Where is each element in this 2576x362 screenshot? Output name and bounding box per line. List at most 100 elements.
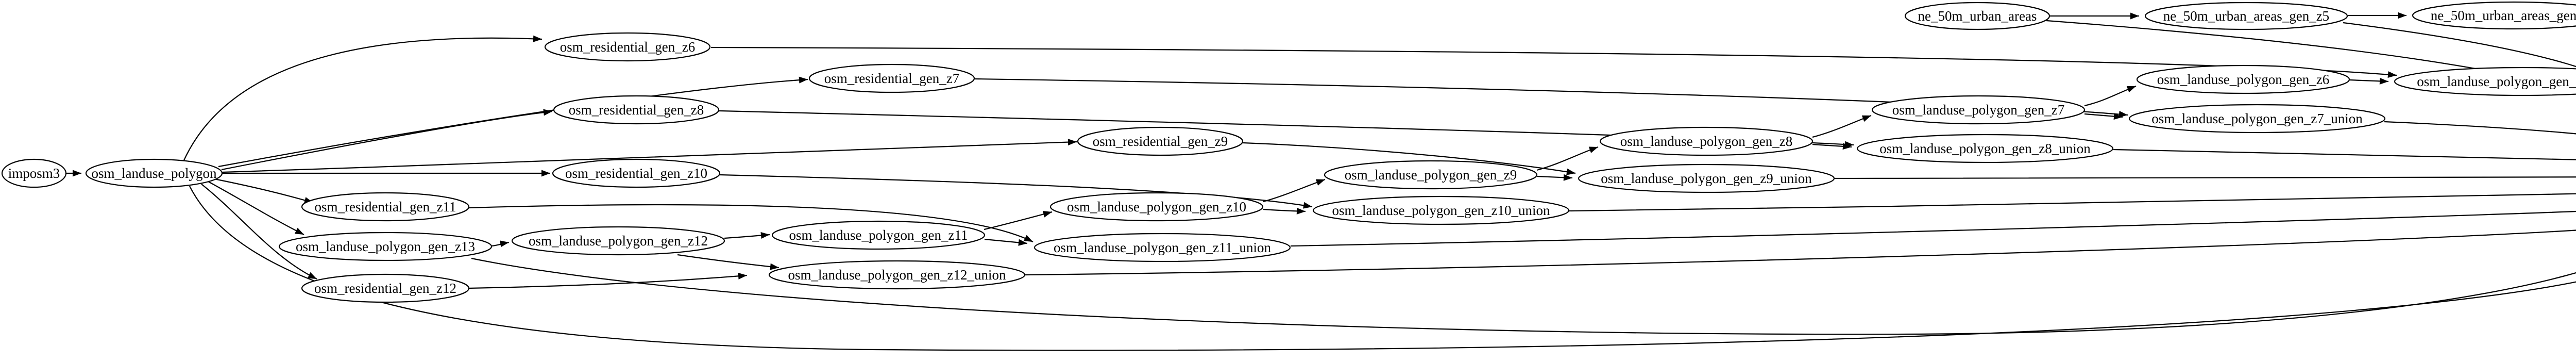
edge-gen_z9-z9_union bbox=[1536, 174, 1573, 181]
edge-polygon-gen_z13 bbox=[208, 181, 304, 235]
node-ne_50m_urban_areas_gen_z4-shape bbox=[2412, 1, 2576, 30]
node-osm_residential_gen_z12: osm_residential_gen_z12 bbox=[301, 273, 470, 303]
node-osm_residential_gen_z11-shape bbox=[301, 192, 470, 222]
edge-polygon-res_z12 bbox=[201, 184, 317, 279]
node-osm_landuse_polygon_gen_z11-label: osm_landuse_polygon_gen_z11 bbox=[789, 227, 968, 243]
node-osm_residential_gen_z9-shape bbox=[1077, 126, 1244, 156]
node-osm_landuse_polygon_gen_z7-label: osm_landuse_polygon_gen_z7 bbox=[1892, 102, 2064, 118]
node-imposm3-shape bbox=[1, 158, 67, 188]
node-osm_landuse_polygon-label: osm_landuse_polygon bbox=[92, 166, 217, 181]
edge-gen_z8-gen_z7 bbox=[1812, 114, 1872, 138]
node-osm_residential_gen_z8: osm_residential_gen_z8 bbox=[553, 95, 720, 125]
nodes: imposm3 osm_landuse_polygon osm_resident… bbox=[1, 1, 2576, 303]
edge-polygon-res_z6 bbox=[182, 35, 543, 162]
node-osm_landuse_polygon_gen_z10: osm_landuse_polygon_gen_z10 bbox=[1049, 192, 1264, 222]
node-osm_landuse_polygon_gen_z12-label: osm_landuse_polygon_gen_z12 bbox=[529, 233, 708, 249]
node-osm_landuse_polygon_gen_z13-label: osm_landuse_polygon_gen_z13 bbox=[296, 239, 475, 254]
node-osm_landuse_polygon_gen_z11_union-label: osm_landuse_polygon_gen_z11_union bbox=[1054, 240, 1271, 255]
edge-res_z10-z10_union bbox=[719, 174, 1313, 209]
node-osm_landuse_polygon_gen_z7-shape bbox=[1871, 95, 2086, 125]
node-osm_landuse_polygon-shape bbox=[85, 158, 223, 188]
node-osm_residential_gen_z8-label: osm_residential_gen_z8 bbox=[569, 102, 704, 118]
node-osm_residential_gen_z11-label: osm_residential_gen_z11 bbox=[315, 199, 456, 215]
node-osm_landuse_polygon_gen_z9_union: osm_landuse_polygon_gen_z9_union bbox=[1578, 163, 1835, 193]
node-osm_landuse_polygon_gen_z12_union-shape bbox=[768, 260, 1026, 290]
node-osm_landuse_polygon_gen_z8_union-label: osm_landuse_polygon_gen_z8_union bbox=[1879, 141, 2091, 156]
edge-ne_gen_z5-record_z5 bbox=[2343, 22, 2576, 68]
node-osm_residential_gen_z10-label: osm_residential_gen_z10 bbox=[565, 166, 707, 181]
node-osm_residential_gen_z6: osm_residential_gen_z6 bbox=[544, 32, 711, 62]
edge-gen_z12-z12_union bbox=[677, 254, 779, 270]
node-osm_residential_gen_z9: osm_residential_gen_z9 bbox=[1077, 126, 1244, 156]
node-osm_landuse_polygon_gen_z10_union-shape bbox=[1312, 195, 1570, 225]
edge-gen_z13-gen_z12 bbox=[491, 240, 510, 248]
edge-z9_union-record_z9 bbox=[1834, 176, 2576, 179]
node-ne_50m_urban_areas-shape bbox=[1904, 2, 2050, 30]
node-ne_50m_urban_areas: ne_50m_urban_areas bbox=[1904, 2, 2050, 30]
node-osm_landuse_polygon_gen_z8_union: osm_landuse_polygon_gen_z8_union bbox=[1856, 134, 2114, 163]
node-osm_landuse_polygon_gen_z6-shape bbox=[2136, 64, 2350, 94]
edge-res_z11-z11_union bbox=[468, 204, 1033, 242]
node-osm_landuse_polygon: osm_landuse_polygon bbox=[85, 158, 223, 188]
node-ne_50m_urban_areas-label: ne_50m_urban_areas bbox=[1918, 8, 2037, 24]
node-osm_landuse_polygon_gen_z11_union: osm_landuse_polygon_gen_z11_union bbox=[1033, 233, 1291, 262]
edge-z8_union-record_z8 bbox=[2113, 149, 2576, 160]
node-ne_50m_urban_areas_gen_z5: ne_50m_urban_areas_gen_z5 bbox=[2144, 2, 2348, 30]
node-osm_landuse_polygon_gen_z11: osm_landuse_polygon_gen_z11 bbox=[771, 220, 986, 250]
edge-gen_z13-record_z13 bbox=[471, 257, 2576, 335]
edge-gen_z10-z10_union bbox=[1263, 207, 1306, 215]
node-osm_landuse_polygon_gen_z8_union-shape bbox=[1856, 134, 2114, 163]
node-osm_landuse_polygon_gen_z6-label: osm_landuse_polygon_gen_z6 bbox=[2157, 72, 2329, 87]
edge-polygon-res_z11 bbox=[214, 178, 314, 204]
node-imposm3: imposm3 bbox=[1, 158, 67, 188]
node-osm_landuse_polygon_gen_z7_union-label: osm_landuse_polygon_gen_z7_union bbox=[2151, 111, 2363, 126]
edge-res_z9-z9_union bbox=[1242, 142, 1576, 175]
edge-z10_union-record_z10 bbox=[1569, 193, 2576, 212]
node-osm_landuse_polygon_gen_z12_union: osm_landuse_polygon_gen_z12_union bbox=[768, 260, 1026, 290]
edge-gen_z7-gen_z6 bbox=[2084, 85, 2137, 107]
node-osm_landuse_polygon_gen_z9: osm_landuse_polygon_gen_z9 bbox=[1324, 160, 1538, 190]
edge-z12_union-record_z12 bbox=[1025, 229, 2576, 276]
node-osm_landuse_polygon_gen_z12_union-label: osm_landuse_polygon_gen_z12_union bbox=[788, 267, 1006, 283]
edge-gen_z12-gen_z11 bbox=[724, 232, 770, 239]
node-osm_landuse_polygon_gen_z6_union: osm_landuse_polygon_gen_z6_union bbox=[2394, 67, 2576, 96]
node-ne_50m_urban_areas_gen_z4-label: ne_50m_urban_areas_gen_z4 bbox=[2431, 8, 2576, 23]
node-osm_landuse_polygon_gen_z9-shape bbox=[1324, 160, 1538, 190]
edge-z7_union-record_z7 bbox=[2384, 121, 2576, 135]
node-osm_landuse_polygon_gen_z13: osm_landuse_polygon_gen_z13 bbox=[278, 232, 493, 261]
edge-gen_z11-z11_union bbox=[984, 238, 1028, 246]
node-osm_residential_gen_z6-shape bbox=[544, 32, 711, 62]
node-ne_50m_urban_areas_gen_z4: ne_50m_urban_areas_gen_z4 bbox=[2412, 1, 2576, 30]
node-osm_residential_gen_z7-label: osm_residential_gen_z7 bbox=[824, 71, 959, 86]
edge-gen_z10-gen_z9 bbox=[1263, 178, 1326, 203]
node-osm_landuse_polygon_gen_z6_union-label: osm_landuse_polygon_gen_z6_union bbox=[2417, 74, 2576, 89]
node-osm_residential_gen_z9-label: osm_residential_gen_z9 bbox=[1093, 134, 1228, 149]
edge-gen_z6-z6_union bbox=[2349, 77, 2389, 85]
node-osm_residential_gen_z10-shape bbox=[552, 158, 721, 188]
node-osm_residential_gen_z8-shape bbox=[553, 95, 720, 125]
node-osm_landuse_polygon_gen_z7: osm_landuse_polygon_gen_z7 bbox=[1871, 95, 2086, 125]
node-osm_landuse_polygon_gen_z8-shape bbox=[1599, 126, 1814, 156]
edge-polygon-res_z8 bbox=[221, 109, 553, 171]
node-osm_residential_gen_z11: osm_residential_gen_z11 bbox=[301, 192, 470, 222]
node-osm_residential_gen_z12-label: osm_residential_gen_z12 bbox=[314, 281, 456, 296]
node-imposm3-label: imposm3 bbox=[8, 166, 60, 181]
node-osm_landuse_polygon_gen_z8: osm_landuse_polygon_gen_z8 bbox=[1599, 126, 1814, 156]
node-osm_landuse_polygon_gen_z11_union-shape bbox=[1033, 233, 1291, 262]
node-osm_landuse_polygon_gen_z8-label: osm_landuse_polygon_gen_z8 bbox=[1620, 134, 1792, 149]
node-ne_50m_urban_areas_gen_z5-label: ne_50m_urban_areas_gen_z5 bbox=[2163, 8, 2329, 24]
node-osm_landuse_polygon_gen_z9_union-label: osm_landuse_polygon_gen_z9_union bbox=[1601, 171, 1812, 186]
node-osm_residential_gen_z6-label: osm_residential_gen_z6 bbox=[560, 39, 695, 55]
node-osm_residential_gen_z7-shape bbox=[808, 63, 975, 93]
node-osm_landuse_polygon_gen_z13-shape bbox=[278, 232, 493, 261]
edge-res_z12-z12_union bbox=[467, 272, 748, 289]
node-osm_landuse_polygon_gen_z10_union: osm_landuse_polygon_gen_z10_union bbox=[1312, 195, 1570, 225]
edge-z11_union-record_z11 bbox=[1290, 210, 2576, 247]
node-osm_landuse_polygon_gen_z12-shape bbox=[511, 226, 725, 256]
node-osm_landuse_polygon_gen_z12: osm_landuse_polygon_gen_z12 bbox=[511, 226, 725, 256]
node-osm_residential_gen_z7: osm_residential_gen_z7 bbox=[808, 63, 975, 93]
node-osm_landuse_polygon_gen_z6_union-shape bbox=[2394, 67, 2576, 96]
node-osm_landuse_polygon_gen_z10_union-label: osm_landuse_polygon_gen_z10_union bbox=[1332, 203, 1550, 218]
